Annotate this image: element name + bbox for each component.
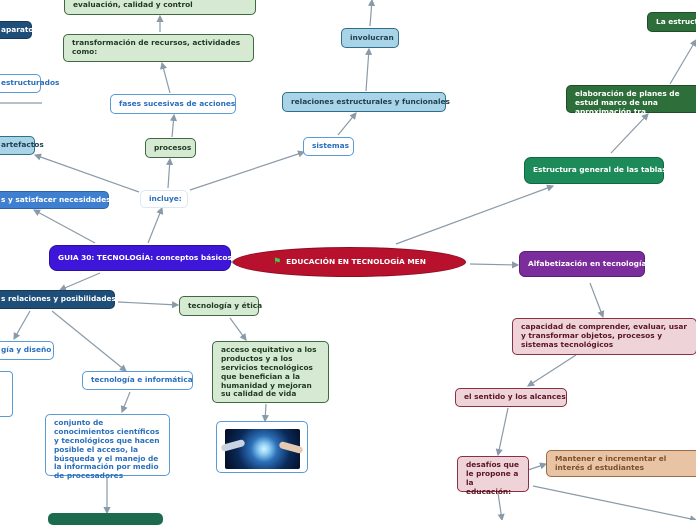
node-estructura-general[interactable]: Estructura general de las tablas bbox=[524, 157, 667, 184]
central-topic[interactable]: ⚑ EDUCACIÓN EN TECNOLOGÍA MEN bbox=[233, 247, 466, 277]
node-transformacion[interactable]: transformación de recursos, actividades … bbox=[63, 34, 254, 62]
node-aparatos[interactable]: aparatos bbox=[0, 21, 38, 39]
node-relaciones-posibilidades[interactable]: s relaciones y posibilidades bbox=[0, 290, 116, 309]
image-tecnologia bbox=[216, 421, 308, 473]
edge-desafios-mantener bbox=[527, 462, 548, 471]
edge-desafios-down1 bbox=[497, 492, 505, 520]
node-tecnologia-diseno[interactable]: gía y diseño bbox=[0, 341, 54, 360]
edge-relaciones-diseno bbox=[13, 310, 31, 341]
edge-elaboracion-estructu bbox=[669, 38, 696, 85]
edge-guia-relaciones bbox=[58, 272, 101, 291]
green-flag-icon: ⚑ bbox=[273, 256, 282, 267]
edge-alfabetizacion-capacidad bbox=[589, 282, 605, 319]
edge-relaciones-involucran bbox=[364, 47, 373, 92]
edge-capacidad-sentido bbox=[526, 354, 577, 387]
edge-procesos-fases bbox=[169, 113, 178, 138]
offscreen-node-bottom bbox=[48, 513, 163, 525]
node-fases-sucesivas[interactable]: fases sucesivas de acciones bbox=[110, 94, 236, 114]
node-conjunto-conocimientos[interactable]: conjunto de conocimientos científicos y … bbox=[45, 414, 170, 480]
node-capacidad[interactable]: capacidad de comprender, evaluar, usar y… bbox=[512, 318, 696, 355]
edge-acceso-image bbox=[261, 403, 269, 423]
edge-etica-acceso bbox=[229, 317, 247, 341]
edge-incluye-artefactos bbox=[33, 153, 140, 193]
edge-fases-transformacion bbox=[160, 61, 171, 94]
edge-guia-satisfacer bbox=[32, 209, 96, 244]
node-tecnologia-informatica[interactable]: tecnología e informática bbox=[82, 371, 193, 390]
edge-center-alfabetizacion bbox=[469, 261, 520, 269]
node-mantener-interes[interactable]: Mantener e incrementar el interés d estu… bbox=[546, 450, 696, 477]
edge-desafios-right bbox=[532, 485, 696, 520]
node-la-estructura[interactable]: La estructu bbox=[647, 12, 696, 32]
node-artefactos[interactable]: artefactos bbox=[0, 136, 44, 155]
edge-sentido-desafios bbox=[495, 407, 509, 457]
node-guia30[interactable]: GUIA 30: TECNOLOGÍA: conceptos básicos bbox=[49, 245, 232, 271]
node-estructurados[interactable]: estructurados bbox=[0, 74, 59, 93]
node-elaboracion-planes[interactable]: elaboración de planes de estud marco de … bbox=[566, 85, 696, 116]
node-alfabetizacion[interactable]: Alfabetización en tecnología bbox=[519, 251, 646, 277]
edge-incluye-sistemas bbox=[189, 150, 306, 191]
offscreen-node-edge-2 bbox=[0, 371, 13, 417]
edge-guia-incluye bbox=[147, 206, 164, 244]
node-relaciones-estructurales[interactable]: relaciones estructurales y funcionales bbox=[282, 92, 450, 112]
node-acceso-equitativo[interactable]: acceso equitativo a los productos y a lo… bbox=[212, 341, 329, 403]
node-evaluacion[interactable]: evaluación, calidad y control bbox=[64, 0, 256, 15]
edge-sistemas-relaciones bbox=[337, 112, 357, 136]
node-involucran[interactable]: involucran bbox=[341, 28, 399, 48]
edge-center-estructura bbox=[395, 184, 555, 245]
node-sentido-alcances[interactable]: el sentido y los alcances bbox=[455, 388, 567, 407]
edge-informatica-conjunto bbox=[120, 391, 131, 414]
node-incluye[interactable]: incluye: bbox=[140, 190, 188, 208]
node-sistemas[interactable]: sistemas bbox=[303, 137, 354, 156]
node-tecnologia-etica[interactable]: tecnología y ética bbox=[179, 296, 262, 316]
node-procesos[interactable]: procesos bbox=[145, 138, 196, 158]
edge-relaciones-informatica bbox=[51, 310, 127, 372]
edge-involucran-up bbox=[367, 0, 376, 27]
central-topic-label: EDUCACIÓN EN TECNOLOGÍA MEN bbox=[286, 256, 426, 266]
node-desafios[interactable]: desafíos que le propone a la educación: bbox=[457, 456, 529, 496]
node-satisfacer-necesidades[interactable]: s y satisfacer necesidades bbox=[0, 191, 111, 209]
edge-estructura-elaboracion bbox=[610, 113, 649, 154]
edge-relaciones-etica bbox=[117, 301, 180, 309]
edge-incluye-procesos bbox=[165, 157, 174, 189]
